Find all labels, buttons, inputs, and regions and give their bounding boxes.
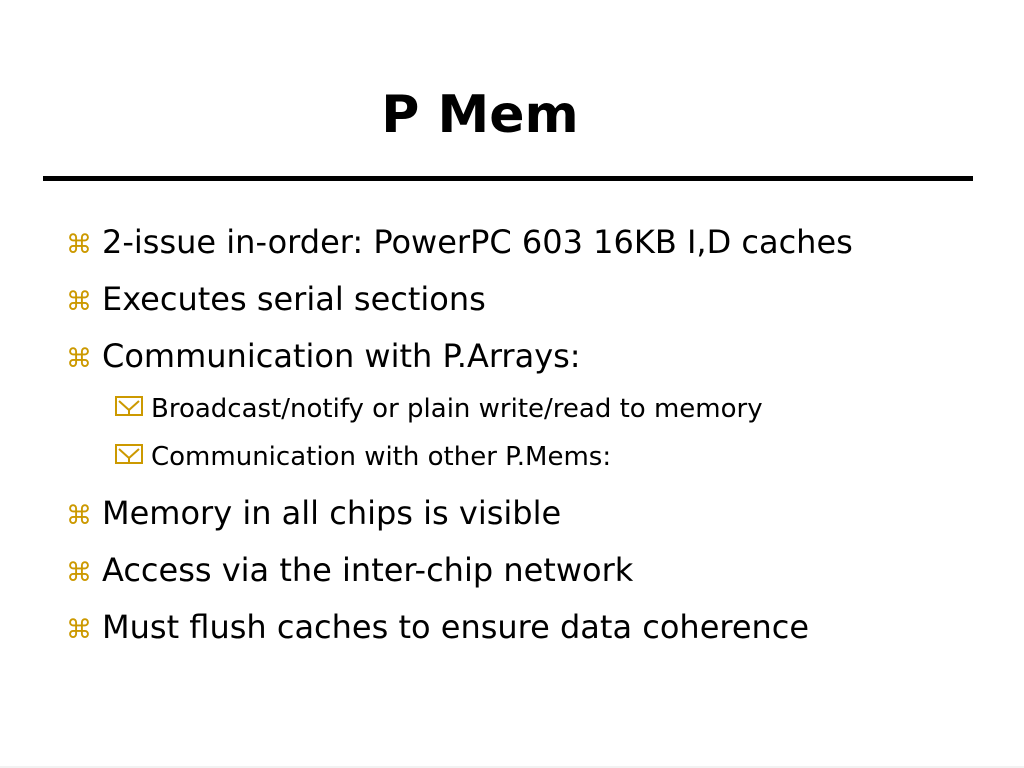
bullet-text: Broadcast/notify or plain write/read to … (151, 394, 763, 424)
checkbox-y-icon (115, 393, 151, 417)
command-key-icon: ⌘ (66, 344, 92, 374)
command-key-icon: ⌘ (66, 558, 92, 588)
sub-bullet-item: Communication with other P.Mems: (115, 441, 611, 473)
bullet-text: Must flush caches to ensure data coheren… (102, 608, 810, 646)
sub-bullet-item: Broadcast/notify or plain write/read to … (115, 393, 763, 425)
bullet-text: Communication with other P.Mems: (151, 442, 612, 472)
command-key-icon: ⌘ (66, 230, 92, 260)
bottom-edge (0, 766, 1024, 768)
bullet-text: Access via the inter-chip network (102, 551, 634, 589)
slide-title: P Mem (381, 85, 579, 145)
bullet-item: ⌘ Communication with P.Arrays: (66, 336, 581, 379)
checkbox-y-icon (115, 441, 151, 465)
bullet-item: ⌘ Memory in all chips is visible (66, 493, 561, 536)
command-key-icon: ⌘ (66, 501, 92, 531)
bullet-text: Executes serial sections (102, 280, 486, 318)
bullet-text: Communication with P.Arrays: (102, 337, 581, 375)
title-divider (43, 176, 973, 181)
bullet-item: ⌘ 2-issue in-order: PowerPC 603 16KB I,D… (66, 222, 853, 265)
bullet-text: 2-issue in-order: PowerPC 603 16KB I,D c… (102, 223, 853, 261)
command-key-icon: ⌘ (66, 287, 92, 317)
bullet-item: ⌘ Access via the inter-chip network (66, 550, 633, 593)
bullet-text: Memory in all chips is visible (102, 494, 562, 532)
command-key-icon: ⌘ (66, 615, 92, 645)
bullet-item: ⌘ Must flush caches to ensure data coher… (66, 607, 809, 650)
bullet-item: ⌘ Executes serial sections (66, 279, 486, 322)
